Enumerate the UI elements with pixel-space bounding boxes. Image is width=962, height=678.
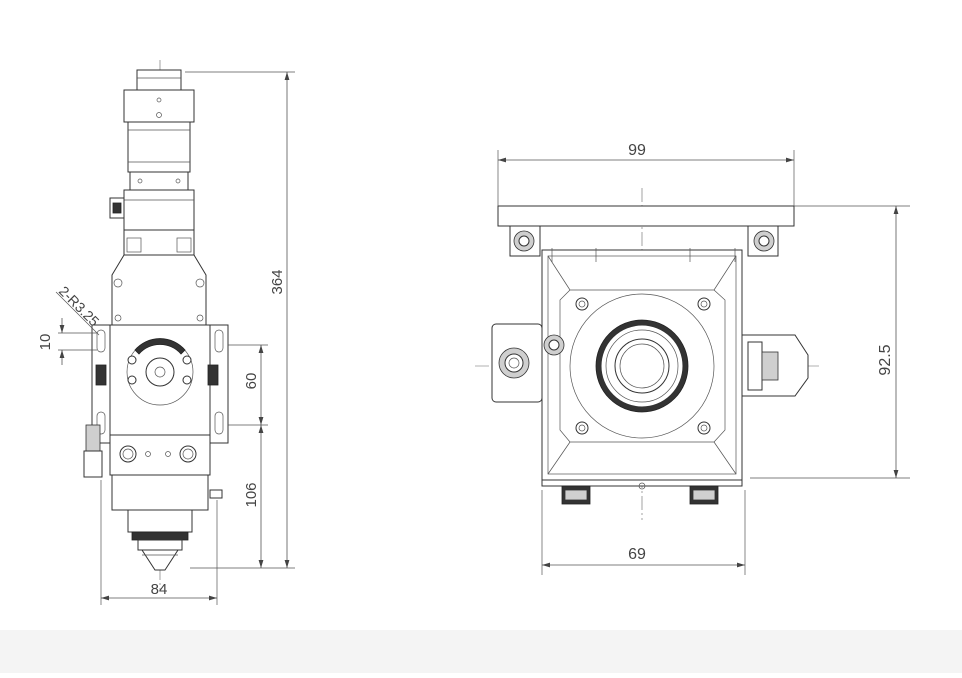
dim-bottom-width: 69 bbox=[628, 546, 646, 563]
dim-overall-height: 364 bbox=[269, 269, 286, 294]
callout-slot-radius: 2-R3.25 bbox=[56, 283, 103, 330]
top-view: 99 69 92.5 bbox=[475, 142, 910, 575]
side-view: 364 60 106 84 10 2-R3.25 bbox=[37, 60, 295, 605]
dim-top-width: 99 bbox=[628, 142, 646, 159]
dim-right-height: 92.5 bbox=[877, 344, 894, 375]
bottom-strip bbox=[0, 630, 962, 673]
dim-base-width: 84 bbox=[151, 581, 168, 598]
dim-lower-to-tip: 106 bbox=[243, 482, 260, 507]
dim-slot-length: 10 bbox=[37, 334, 54, 351]
dim-upper-mount: 60 bbox=[243, 373, 260, 390]
